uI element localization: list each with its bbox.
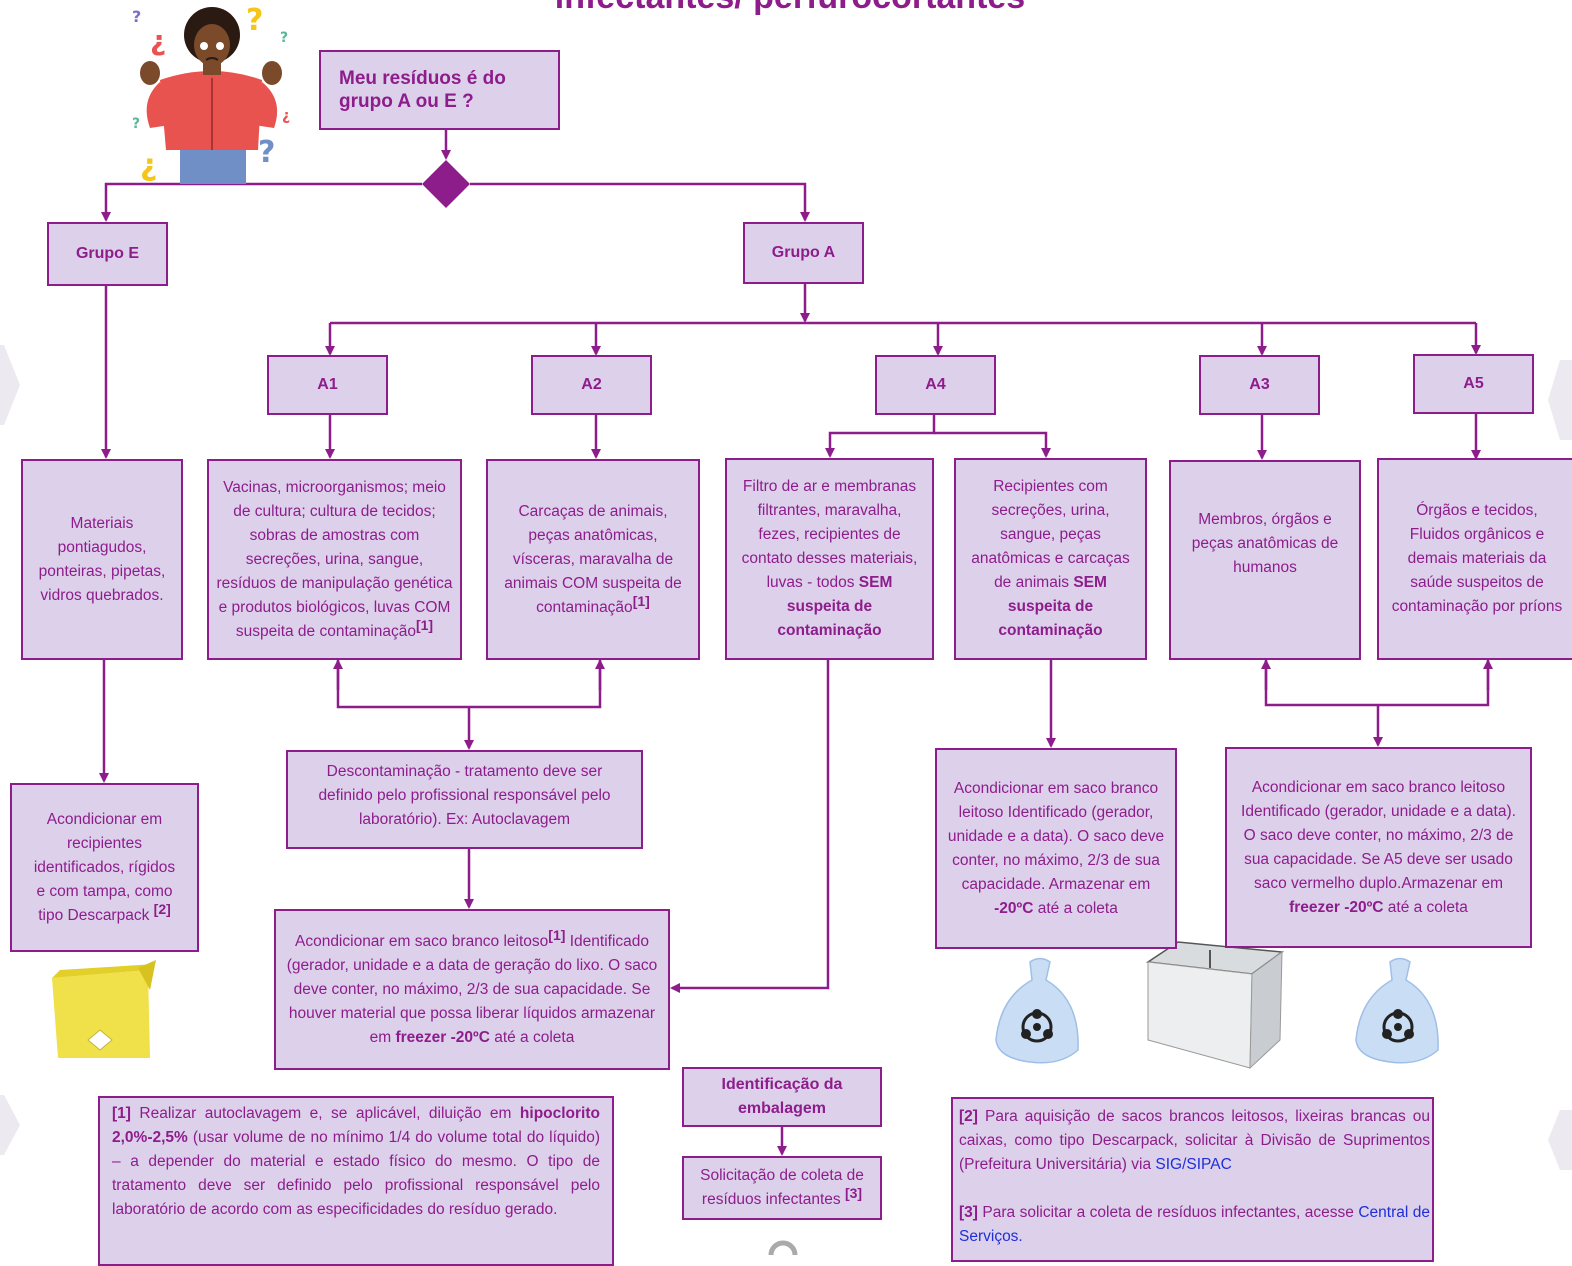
footnote-3-ref: [3] [959,1204,978,1221]
page-title: infectantes/ perfurocortantes [420,0,1160,17]
connector-a4-split-right [934,431,1051,458]
svg-text:?: ? [132,116,140,132]
identification-label: Identificação da embalagem [721,1076,843,1117]
partial-icon-bottom [768,1240,798,1255]
svg-text:?: ? [280,30,288,46]
group-e-action-text: Acondicionar em recipientes identificado… [33,810,176,924]
identification-box: Identificação da embalagem [682,1067,882,1127]
main-bag-text-middle: Identificado (gerador, unidade e a data … [286,932,658,1046]
footnote-3-text: Para solicitar a coleta de resíduos infe… [977,1204,1359,1221]
footnote-2-text: Para aquisição de sacos brancos leitosos… [959,1108,1430,1173]
a3-a5-bag-text: Acondicionar em saco branco leitoso Iden… [1241,778,1516,892]
group-e-description-text: Materiais pontiagudos, ponteiras, pipeta… [38,514,166,604]
connector-a4-split [825,414,936,458]
footnote-2-ref: [2] [959,1108,978,1125]
subgroup-a3-box: A3 [1199,355,1320,415]
a4-left-description-text: Filtro de ar e membranas filtrantes, mar… [741,478,918,591]
connector-diamond-group-e [101,182,422,222]
subgroup-a4-box: A4 [875,355,996,415]
subgroup-a5-box: A5 [1413,354,1534,414]
svg-text:¿: ¿ [282,108,290,124]
a2-footnote-ref: [1] [632,592,650,609]
a4-bag-text: Acondicionar em saco branco leitoso Iden… [947,779,1165,893]
a4-bag-emphasis: -20ºC [994,899,1034,917]
subgroup-a2-box: A2 [531,355,652,415]
group-a-box: Grupo A [743,222,864,284]
subgroup-a3-label: A3 [1249,376,1270,393]
collection-text: Solicitação de coleta de resíduos infect… [700,1167,864,1208]
footnote-1-text-end: (usar volume de no mínimo 1/4 do volume … [112,1129,600,1218]
decontamination-box: Descontaminação - tratamento deve ser de… [286,750,643,849]
a2-description: Carcaças de animais, peças anatômicas, v… [486,459,700,660]
subgroup-a1-box: A1 [267,355,388,415]
a4-bag-action: Acondicionar em saco branco leitoso Iden… [935,748,1177,949]
a4-left-description: Filtro de ar e membranas filtrantes, mar… [725,458,934,660]
footnotes-2-3: [2] Para aquisição de sacos brancos leit… [951,1097,1434,1262]
footnote-1: [1] Realizar autoclavagem e, se aplicáve… [98,1096,614,1266]
svg-text:¿: ¿ [150,24,166,57]
connector-decon-a1-a2 [336,660,602,709]
connector-a4-left-bag [670,659,830,993]
connector-a3-a5-merge [1264,660,1490,707]
biohazard-bag-icon-right [1355,957,1439,1064]
a2-description-text: Carcaças de animais, peças anatômicas, v… [504,502,682,616]
decontamination-text: Descontaminação - tratamento deve ser de… [318,763,611,828]
group-e-box: Grupo E [47,222,168,286]
question-box: Meu resíduos é do grupo A ou E ? [319,50,560,130]
a3-description-text: Membros, órgãos e peças anatômicas de hu… [1191,511,1339,576]
a5-description: Órgãos e tecidos, Fluidos orgânicos e de… [1377,458,1572,660]
svg-text:¿: ¿ [140,148,157,183]
subgroup-a1-label: A1 [317,376,338,393]
a3-a5-bag-action: Acondicionar em saco branco leitoso Iden… [1225,747,1532,948]
subgroup-a4-label: A4 [925,376,946,393]
main-bag-text-start: Acondicionar em saco branco leitoso [294,932,549,950]
footnote-3: [3] Para solicitar a coleta de resíduos … [959,1201,1430,1249]
footnote-2: [2] Para aquisição de sacos brancos leit… [959,1105,1430,1177]
a3-a5-bag-text-end: até a coleta [1383,898,1468,916]
subgroup-a2-label: A2 [581,376,602,393]
collection-box: Solicitação de coleta de resíduos infect… [682,1156,882,1220]
group-a-label: Grupo A [771,244,836,261]
footnote-1-text-start: Realizar autoclavagem e, se aplicável, d… [130,1105,520,1122]
a1-description-text: Vacinas, microorganismos; meio de cultur… [216,478,453,640]
a1-footnote-ref: [1] [415,616,434,633]
collection-footnote-ref: [3] [844,1184,863,1201]
connector-diamond-group-a [470,182,810,222]
main-bag-action: Acondicionar em saco branco leitoso[1] I… [274,909,670,1070]
a4-bag-text-end: até a coleta [1033,899,1118,917]
biohazard-bag-icon-left [995,957,1079,1064]
a5-description-text: Órgãos e tecidos, Fluidos orgânicos e de… [1391,502,1563,615]
svg-text:?: ? [258,135,275,170]
a3-description: Membros, órgãos e peças anatômicas de hu… [1169,460,1361,660]
main-bag-text-end: até a coleta [489,1028,575,1046]
footnote-1-emphasis: hipoclorito 2,0%-2,5% [112,1105,600,1146]
a4-left-emphasis: SEM suspeita de contaminação [777,574,893,639]
footnote-1-ref: [1] [112,1105,131,1122]
a1-description: Vacinas, microorganismos; meio de cultur… [207,459,462,660]
question-text: Meu resíduos é do grupo A ou E ? [339,68,506,112]
group-e-description: Materiais pontiagudos, ponteiras, pipeta… [21,459,183,660]
a3-a5-bag-emphasis: freezer -20ºC [1289,898,1384,916]
decision-diamond [422,160,470,208]
confused-person-illustration: ? ? ¿ ? ? ¿ ¿ ? [132,3,290,184]
group-e-action: Acondicionar em recipientes identificado… [10,783,199,952]
main-bag-footnote-ref: [1] [548,926,566,943]
a4-right-description-text: Recipientes com secreções, urina, sangue… [971,478,1130,591]
a4-right-emphasis: SEM suspeita de contaminação [998,574,1107,639]
subgroup-a5-label: A5 [1463,375,1484,392]
main-bag-emphasis: freezer -20ºC [395,1028,490,1046]
group-e-label: Grupo E [75,245,140,262]
a4-right-description: Recipientes com secreções, urina, sangue… [954,458,1147,660]
chest-freezer-icon [1145,941,1285,1070]
svg-text:?: ? [132,7,141,26]
central-servicos-link[interactable]: Central de Serviços. [959,1204,1431,1245]
svg-text:?: ? [246,3,263,38]
sharps-container-icon [52,960,156,1058]
group-e-footnote-ref: [2] [153,900,171,917]
sig-sipac-link[interactable]: SIG/SIPAC [1155,1156,1232,1173]
